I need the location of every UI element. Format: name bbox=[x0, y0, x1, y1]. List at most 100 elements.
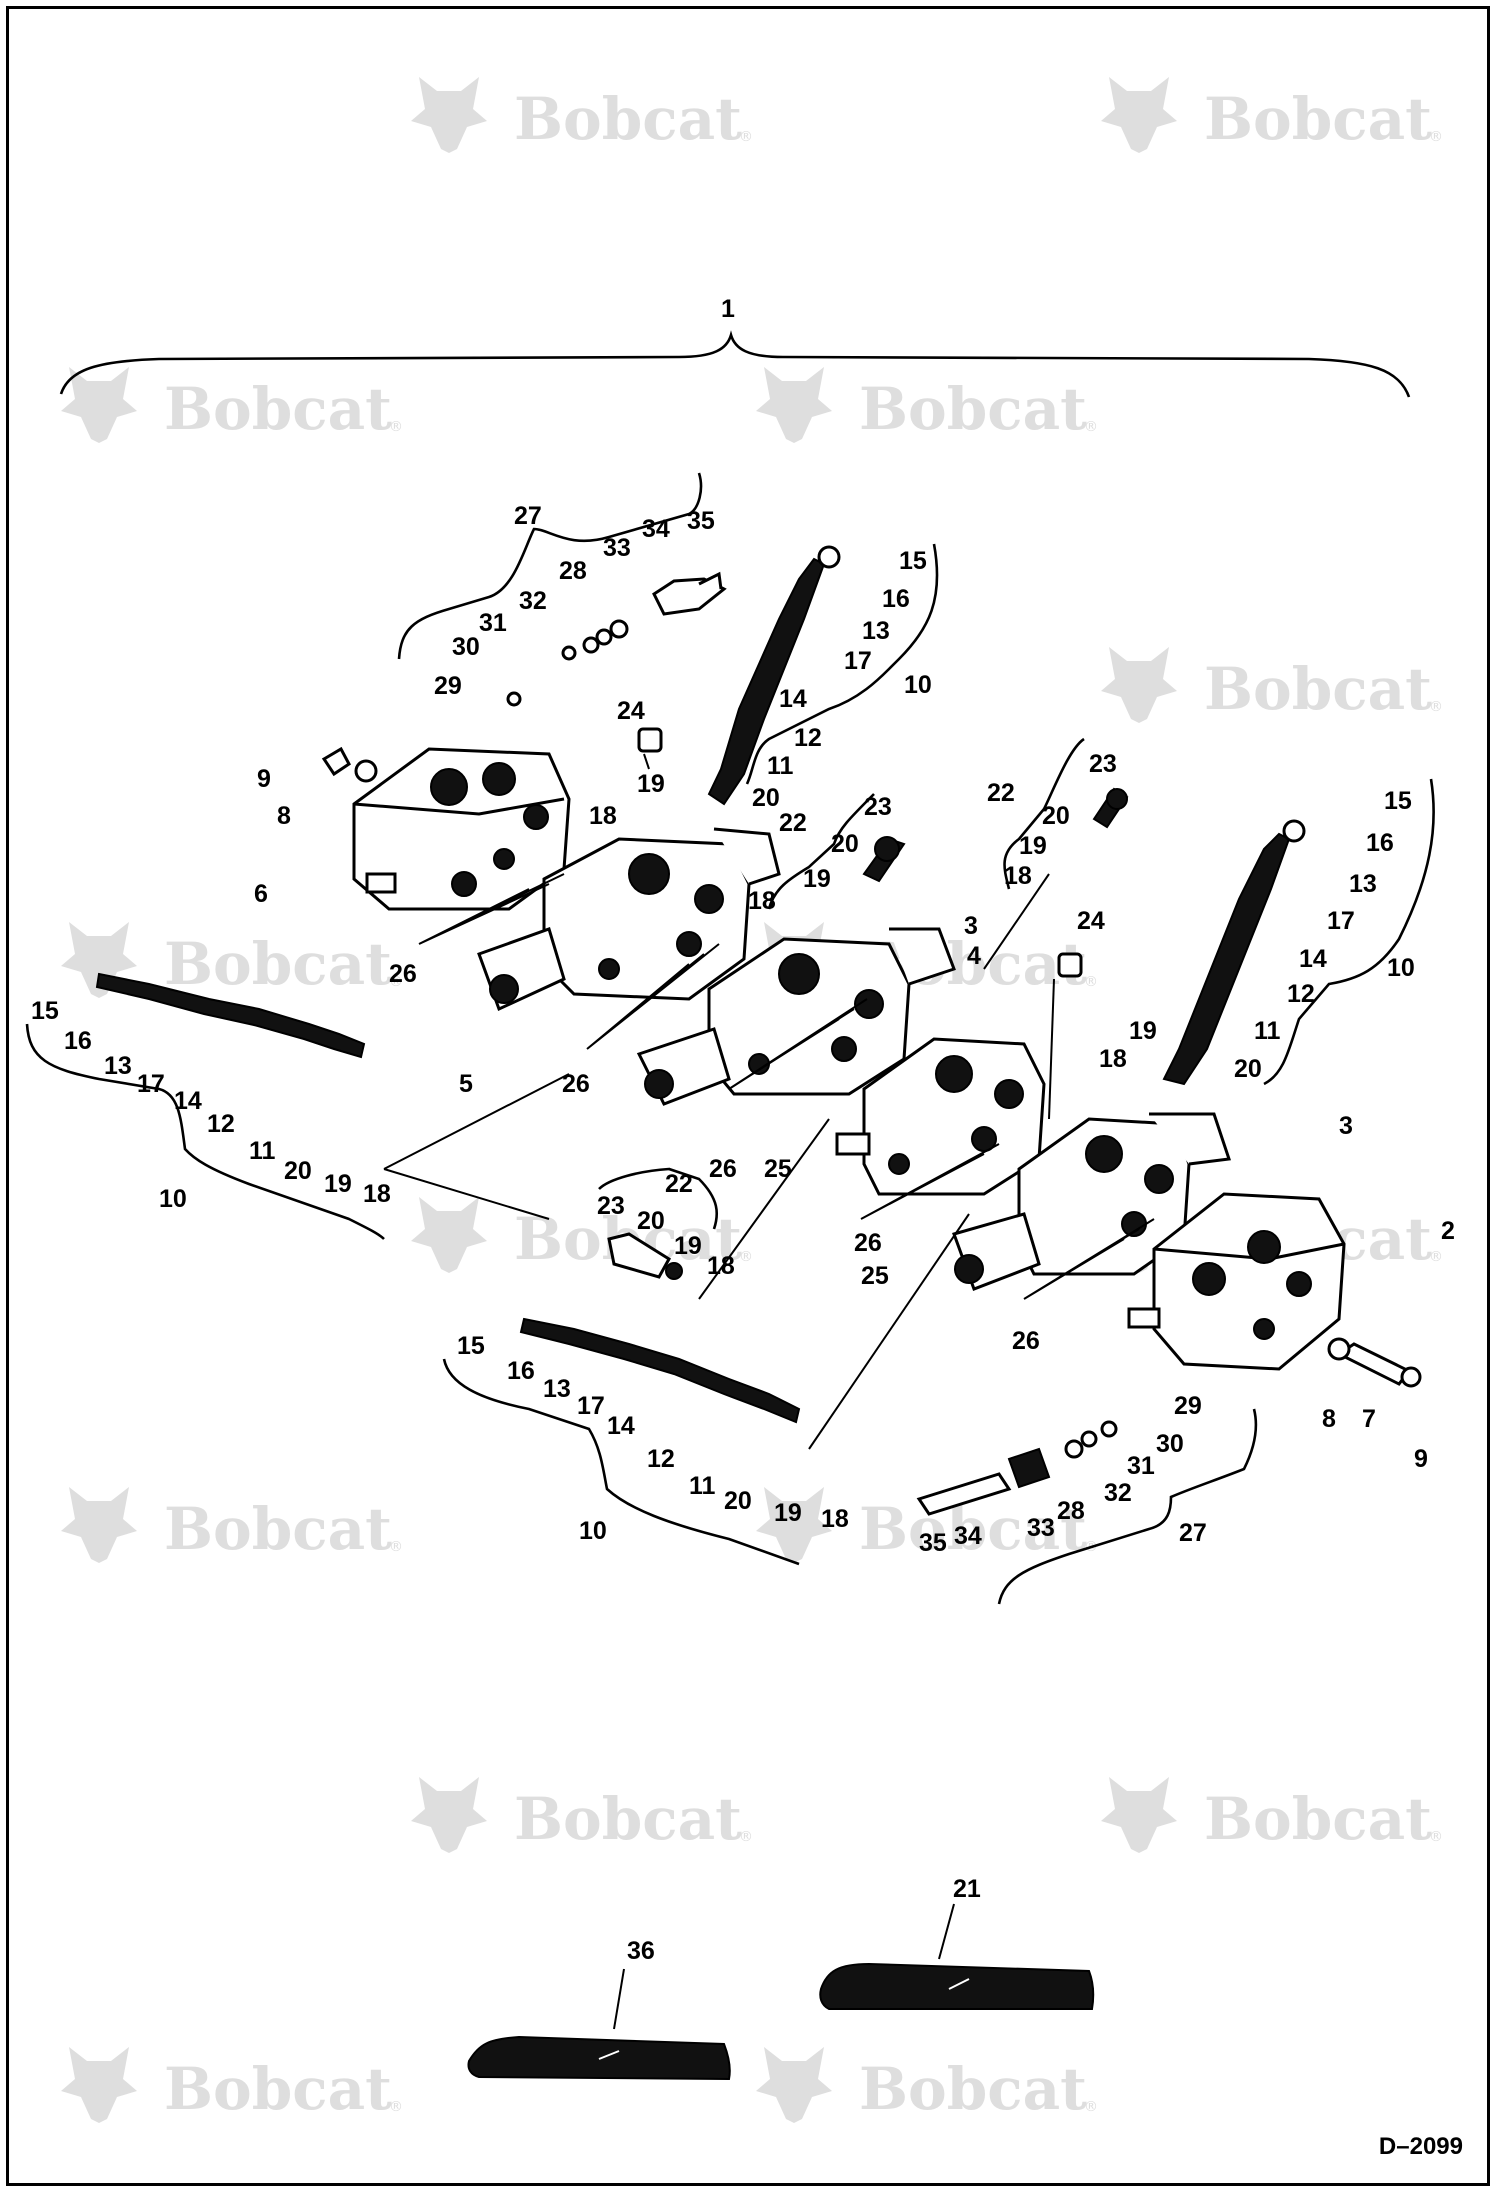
bobcat-head-icon bbox=[1101, 77, 1177, 153]
watermark-registered-mark: ® bbox=[739, 1249, 753, 1265]
callout-12-top: 12 bbox=[794, 724, 822, 752]
bobcat-head-icon bbox=[411, 77, 487, 153]
callout-15-top: 15 bbox=[899, 547, 927, 575]
plug-24b bbox=[1057, 952, 1083, 978]
callout-33-bottom: 33 bbox=[1027, 1514, 1055, 1542]
watermark-registered-mark: ® bbox=[1429, 129, 1443, 145]
watermark-brand-text: Bobcat bbox=[514, 1785, 742, 1853]
callout-17-left: 17 bbox=[137, 1070, 165, 1098]
valve-section-3-lower bbox=[952, 1112, 1232, 1291]
watermark-registered-mark: ® bbox=[389, 419, 403, 435]
relief-plug-23a bbox=[862, 836, 906, 883]
bobcat-head-icon bbox=[411, 1777, 487, 1853]
callout-17-right: 17 bbox=[1327, 907, 1355, 935]
callout-18-top: 18 bbox=[589, 802, 617, 830]
bobcat-head-icon bbox=[61, 367, 137, 443]
relief-plug-23c bbox=[607, 1232, 683, 1280]
callout-19-top: 19 bbox=[637, 770, 665, 798]
callout-19-a: 19 bbox=[803, 865, 831, 893]
callout-16-left: 16 bbox=[64, 1027, 92, 1055]
callout-17-bottom: 17 bbox=[577, 1392, 605, 1420]
bobcat-watermark: Bobcat® bbox=[1101, 647, 1443, 723]
watermark-registered-mark: ® bbox=[1084, 419, 1098, 435]
callout-20-c: 20 bbox=[637, 1207, 665, 1235]
outlet-section-2 bbox=[1127, 1192, 1346, 1371]
watermark-registered-mark: ® bbox=[1084, 2099, 1098, 2115]
bobcat-watermark: Bobcat® bbox=[411, 77, 753, 153]
bobcat-watermark: Bobcat® bbox=[411, 1777, 753, 1853]
callout-22-c: 22 bbox=[665, 1170, 693, 1198]
brace-27-top: 27 bbox=[397, 472, 703, 660]
callout-16-right: 16 bbox=[1366, 829, 1394, 857]
callout-labels: 35 34 33 28 32 31 30 29 15 16 13 17 14 1… bbox=[31, 507, 1455, 1557]
callout-6: 6 bbox=[254, 880, 268, 908]
callout-1: 1 bbox=[721, 295, 735, 323]
callout-20-left: 20 bbox=[284, 1157, 312, 1185]
callout-13-right: 13 bbox=[1349, 870, 1377, 898]
callout-20-b: 20 bbox=[1042, 802, 1070, 830]
watermark-brand-text: Bobcat bbox=[164, 2055, 392, 2123]
bobcat-head-icon bbox=[61, 922, 137, 998]
callout-25-b: 25 bbox=[861, 1262, 889, 1290]
watermark-brand-text: Bobcat bbox=[164, 930, 392, 998]
brace-22-b: 22 bbox=[987, 737, 1085, 890]
callout-28-top: 28 bbox=[559, 557, 587, 585]
callout-19-b: 19 bbox=[1019, 832, 1047, 860]
watermark-registered-mark: ® bbox=[1084, 974, 1098, 990]
watermark-brand-text: Bobcat bbox=[164, 375, 392, 443]
callout-2: 2 bbox=[1441, 1217, 1455, 1245]
callout-20-right: 20 bbox=[1234, 1055, 1262, 1083]
callout-4: 4 bbox=[967, 942, 981, 970]
bobcat-watermark: Bobcat® bbox=[1101, 77, 1443, 153]
callout-15-left: 15 bbox=[31, 997, 59, 1025]
callout-26-b: 26 bbox=[562, 1070, 590, 1098]
watermark-registered-mark: ® bbox=[1429, 1249, 1443, 1265]
brace-10-top: 10 bbox=[745, 543, 939, 785]
callout-34-top: 34 bbox=[642, 515, 670, 543]
bobcat-head-icon bbox=[1101, 1777, 1177, 1853]
callout-32-top: 32 bbox=[519, 587, 547, 615]
bobcat-head-icon bbox=[411, 1197, 487, 1273]
callout-29-bottom: 29 bbox=[1174, 1392, 1202, 1420]
brace-10-right: 10 bbox=[1263, 778, 1435, 1086]
callout-12-bottom: 12 bbox=[647, 1445, 675, 1473]
brace-1: 1 bbox=[59, 295, 1411, 398]
callout-19-c: 19 bbox=[674, 1232, 702, 1260]
callout-26-c: 26 bbox=[709, 1155, 737, 1183]
callout-10-top: 10 bbox=[904, 671, 932, 699]
callout-5: 5 bbox=[459, 1070, 473, 1098]
bobcat-watermark: Bobcat® bbox=[61, 1487, 403, 1563]
callout-18-right: 18 bbox=[1099, 1045, 1127, 1073]
callout-10-right: 10 bbox=[1387, 954, 1415, 982]
callout-19-left: 19 bbox=[324, 1170, 352, 1198]
bobcat-head-icon bbox=[756, 2047, 832, 2123]
callout-23-a: 23 bbox=[864, 793, 892, 821]
callout-7: 7 bbox=[1362, 1405, 1376, 1433]
relief-stack-bottom bbox=[519, 1317, 801, 1424]
callout-10-left: 10 bbox=[159, 1185, 187, 1213]
callout-35-bottom: 35 bbox=[919, 1529, 947, 1557]
bobcat-head-icon bbox=[61, 1487, 137, 1563]
callout-33-top: 33 bbox=[603, 534, 631, 562]
relief-stack-right bbox=[1162, 819, 1306, 1086]
callout-25-a: 25 bbox=[764, 1155, 792, 1183]
brace-22-c: 22 bbox=[598, 1167, 719, 1230]
callout-27-top: 27 bbox=[514, 502, 542, 530]
callout-26-e: 26 bbox=[1012, 1327, 1040, 1355]
callout-13-left: 13 bbox=[104, 1052, 132, 1080]
callout-20-bottom: 20 bbox=[724, 1487, 752, 1515]
watermark-registered-mark: ® bbox=[389, 1539, 403, 1555]
callout-12-right: 12 bbox=[1287, 980, 1315, 1008]
callout-12-left: 12 bbox=[207, 1110, 235, 1138]
exploded-view-diagram: Bobcat®Bobcat®Bobcat®Bobcat®Bobcat®Bobca… bbox=[25, 77, 1455, 2123]
diagram-frame: Bobcat®Bobcat®Bobcat®Bobcat®Bobcat®Bobca… bbox=[6, 6, 1490, 2186]
bobcat-watermark: Bobcat® bbox=[1101, 1777, 1443, 1853]
callout-19-right: 19 bbox=[1129, 1017, 1157, 1045]
watermark-registered-mark: ® bbox=[739, 129, 753, 145]
callout-13-bottom: 13 bbox=[543, 1375, 571, 1403]
callout-27-bottom: 27 bbox=[1179, 1519, 1207, 1547]
relief-plug-23b bbox=[1092, 787, 1129, 829]
brace-10-left: 10 bbox=[25, 1023, 385, 1240]
watermark-brand-text: Bobcat bbox=[164, 1495, 392, 1563]
callout-17-top: 17 bbox=[844, 647, 872, 675]
